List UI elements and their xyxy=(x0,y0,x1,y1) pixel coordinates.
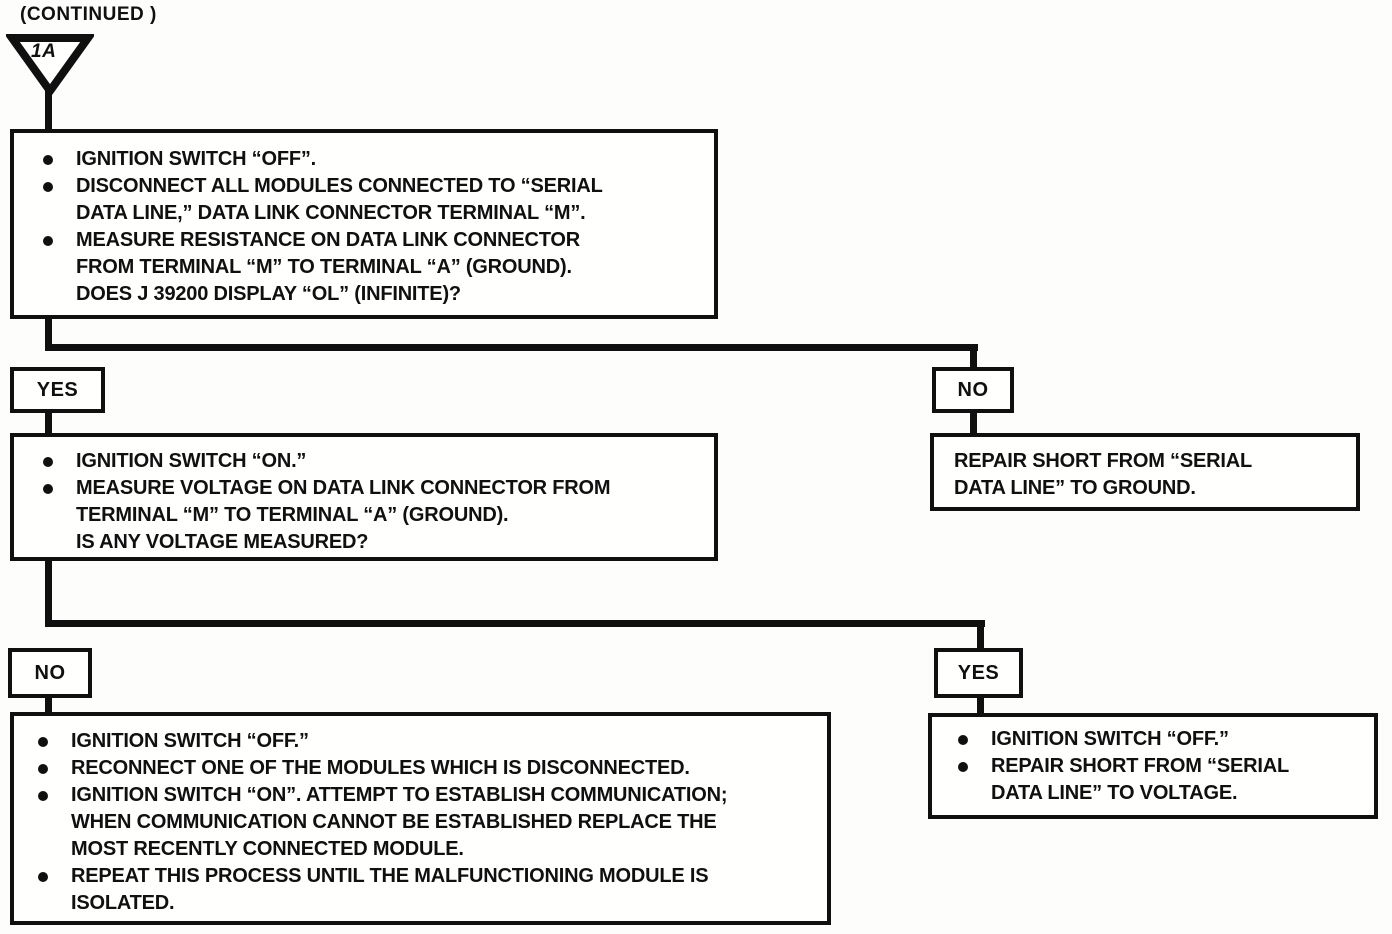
list-item: MEASURE RESISTANCE ON DATA LINK CONNECTO… xyxy=(43,227,700,308)
bullet-icon xyxy=(43,457,53,467)
connector-line xyxy=(45,560,52,627)
connector-line xyxy=(45,318,52,351)
bullet-list: IGNITION SWITCH “OFF”. DISCONNECT ALL MO… xyxy=(43,146,700,308)
connector-id-label: 1A xyxy=(31,41,57,62)
bullet-icon xyxy=(958,735,968,745)
connector-line xyxy=(45,697,52,713)
decision-label-no-2: NO xyxy=(8,648,92,698)
bullet-text: DISCONNECT ALL MODULES CONNECTED TO “SER… xyxy=(76,175,603,224)
list-item: IGNITION SWITCH “ON”. ATTEMPT TO ESTABLI… xyxy=(38,782,817,863)
bullet-icon xyxy=(38,737,48,747)
list-item: IGNITION SWITCH “OFF”. xyxy=(43,146,700,173)
bullet-icon xyxy=(38,791,48,801)
decision-label-yes-1: YES xyxy=(10,367,105,413)
bullet-text: IGNITION SWITCH “OFF”. xyxy=(76,148,317,170)
list-item: IGNITION SWITCH “ON.” xyxy=(43,448,700,475)
list-item: DISCONNECT ALL MODULES CONNECTED TO “SER… xyxy=(43,173,700,227)
result-box-repair-short-ground: REPAIR SHORT FROM “SERIAL DATA LINE” TO … xyxy=(930,433,1360,511)
bullet-icon xyxy=(43,182,53,192)
list-item: MEASURE VOLTAGE ON DATA LINK CONNECTOR F… xyxy=(43,475,700,556)
result-text: REPAIR SHORT FROM “SERIAL DATA LINE” TO … xyxy=(954,450,1252,499)
connector-line xyxy=(45,344,978,351)
bullet-text: IGNITION SWITCH “OFF.” xyxy=(71,730,309,752)
bullet-text: REPEAT THIS PROCESS UNTIL THE MALFUNCTIO… xyxy=(71,865,709,914)
bullet-icon xyxy=(958,762,968,772)
bullet-icon xyxy=(43,484,53,494)
step-box-voltage-check: IGNITION SWITCH “ON.” MEASURE VOLTAGE ON… xyxy=(10,433,718,561)
connector-line xyxy=(970,344,977,370)
decision-label-yes-2: YES xyxy=(934,648,1023,698)
bullet-text: RECONNECT ONE OF THE MODULES WHICH IS DI… xyxy=(71,757,690,779)
list-item: REPEAT THIS PROCESS UNTIL THE MALFUNCTIO… xyxy=(38,863,817,917)
list-item: IGNITION SWITCH “OFF.” xyxy=(958,726,1366,753)
step-box-initial-checks: IGNITION SWITCH “OFF”. DISCONNECT ALL MO… xyxy=(10,129,718,319)
bullet-icon xyxy=(38,764,48,774)
step-box-module-isolation: IGNITION SWITCH “OFF.” RECONNECT ONE OF … xyxy=(10,712,831,925)
connector-line xyxy=(45,620,985,627)
decision-label-no-1: NO xyxy=(932,367,1014,413)
bullet-text: IGNITION SWITCH “ON.” xyxy=(76,450,307,472)
bullet-text: MEASURE VOLTAGE ON DATA LINK CONNECTOR F… xyxy=(76,477,611,553)
connector-triangle-icon xyxy=(4,33,96,98)
bullet-icon xyxy=(43,236,53,246)
connector-line xyxy=(45,88,52,129)
connector-line xyxy=(970,412,977,434)
bullet-list: IGNITION SWITCH “ON.” MEASURE VOLTAGE ON… xyxy=(43,448,700,556)
bullet-text: IGNITION SWITCH “OFF.” xyxy=(991,728,1229,750)
bullet-list: IGNITION SWITCH “OFF.” REPAIR SHORT FROM… xyxy=(958,726,1366,807)
bullet-list: IGNITION SWITCH “OFF.” RECONNECT ONE OF … xyxy=(38,728,817,917)
connector-line xyxy=(977,697,984,714)
list-item: RECONNECT ONE OF THE MODULES WHICH IS DI… xyxy=(38,755,817,782)
continued-label: (CONTINUED ) xyxy=(20,4,157,25)
bullet-icon xyxy=(38,872,48,882)
bullet-text: REPAIR SHORT FROM “SERIAL DATA LINE” TO … xyxy=(991,755,1289,804)
bullet-text: MEASURE RESISTANCE ON DATA LINK CONNECTO… xyxy=(76,229,581,305)
list-item: IGNITION SWITCH “OFF.” xyxy=(38,728,817,755)
connector-line xyxy=(45,412,52,434)
bullet-icon xyxy=(43,155,53,165)
triangle-svg xyxy=(4,34,96,98)
list-item: REPAIR SHORT FROM “SERIAL DATA LINE” TO … xyxy=(958,753,1366,807)
result-box-repair-short-voltage: IGNITION SWITCH “OFF.” REPAIR SHORT FROM… xyxy=(928,713,1378,819)
bullet-text: IGNITION SWITCH “ON”. ATTEMPT TO ESTABLI… xyxy=(71,784,728,860)
connector-line xyxy=(977,620,984,650)
